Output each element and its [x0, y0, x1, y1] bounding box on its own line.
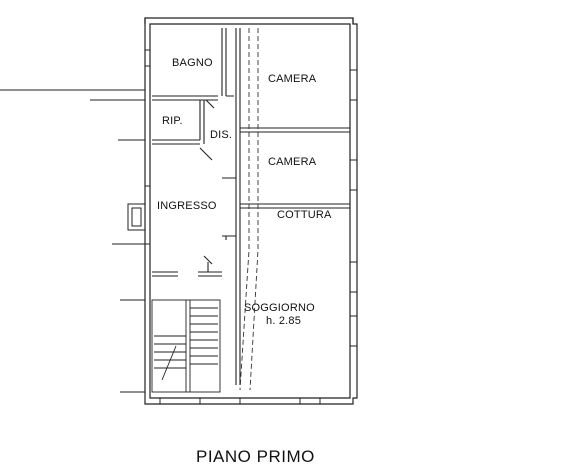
interior-walls	[152, 28, 350, 385]
dashed-beams	[239, 28, 259, 391]
windows	[127, 49, 357, 404]
room-label-soggiorno: SOGGIORNO	[244, 302, 315, 314]
room-label-dis: DIS.	[210, 129, 233, 141]
room-label-rip: RIP.	[162, 115, 183, 127]
plan-title: PIANO PRIMO	[196, 447, 315, 466]
room-height: h. 2.85	[266, 315, 302, 327]
outer-walls	[144, 17, 358, 405]
room-label-camera-2: CAMERA	[268, 156, 317, 168]
room-label-ingresso: INGRESSO	[157, 200, 217, 212]
room-label-cottura: COTTURA	[277, 209, 332, 221]
external-lines	[0, 89, 145, 393]
room-label-bagno: BAGNO	[172, 57, 213, 69]
staircase	[151, 299, 221, 393]
room-label-camera-1: CAMERA	[268, 73, 317, 85]
